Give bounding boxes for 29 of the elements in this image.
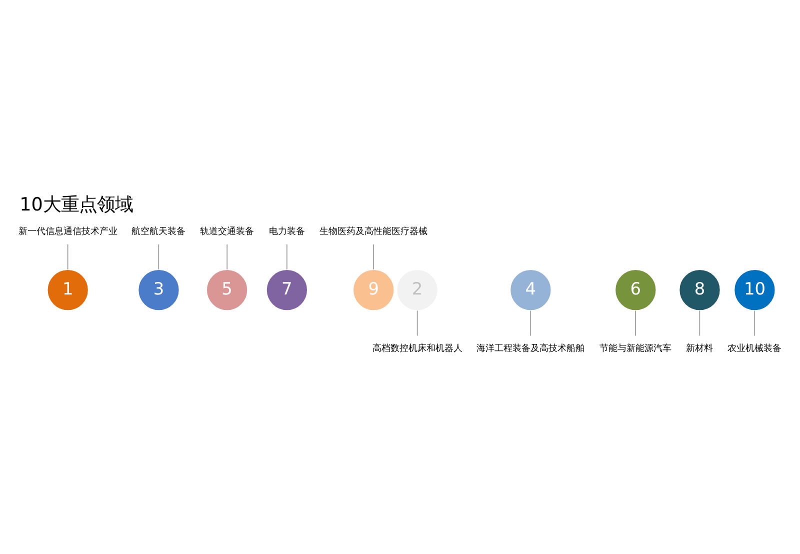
connector (226, 244, 228, 270)
node-text: 航空航天装备 (132, 226, 186, 237)
node-text: 海洋工程装备及高技术船舶 (476, 344, 585, 354)
node-circle: 5 (206, 269, 248, 311)
connector (530, 310, 532, 336)
node-circle: 6 (614, 269, 656, 311)
node-text: 电力装备 (268, 226, 305, 237)
node-text: 高档数控机床和机器人 (372, 344, 462, 354)
node-circle: 1 (47, 269, 89, 311)
connector (416, 310, 418, 336)
connector (754, 310, 756, 336)
connector (286, 244, 288, 270)
connector (158, 244, 160, 270)
node-text: 新材料 (686, 344, 714, 354)
node-text: 农业机械装备 (728, 344, 782, 354)
node-text: 生物医药及高性能医疗器械 (320, 226, 428, 237)
connector (635, 310, 636, 336)
node-text: 新一代信息通信技术产业 (18, 226, 118, 237)
node-circle: 10 (734, 269, 776, 311)
node-text: 节能与新能源汽车 (600, 344, 672, 354)
node-circle: 7 (266, 269, 308, 311)
diagram-title: 10大重点领域 (20, 194, 133, 216)
connector (373, 244, 374, 270)
connector (699, 310, 700, 336)
node-circle: 9 (352, 269, 394, 311)
node-text: 轨道交通装备 (200, 226, 254, 237)
node-circle: 3 (138, 269, 180, 311)
node-circle: 8 (678, 269, 721, 311)
node-circle: 4 (510, 269, 552, 311)
